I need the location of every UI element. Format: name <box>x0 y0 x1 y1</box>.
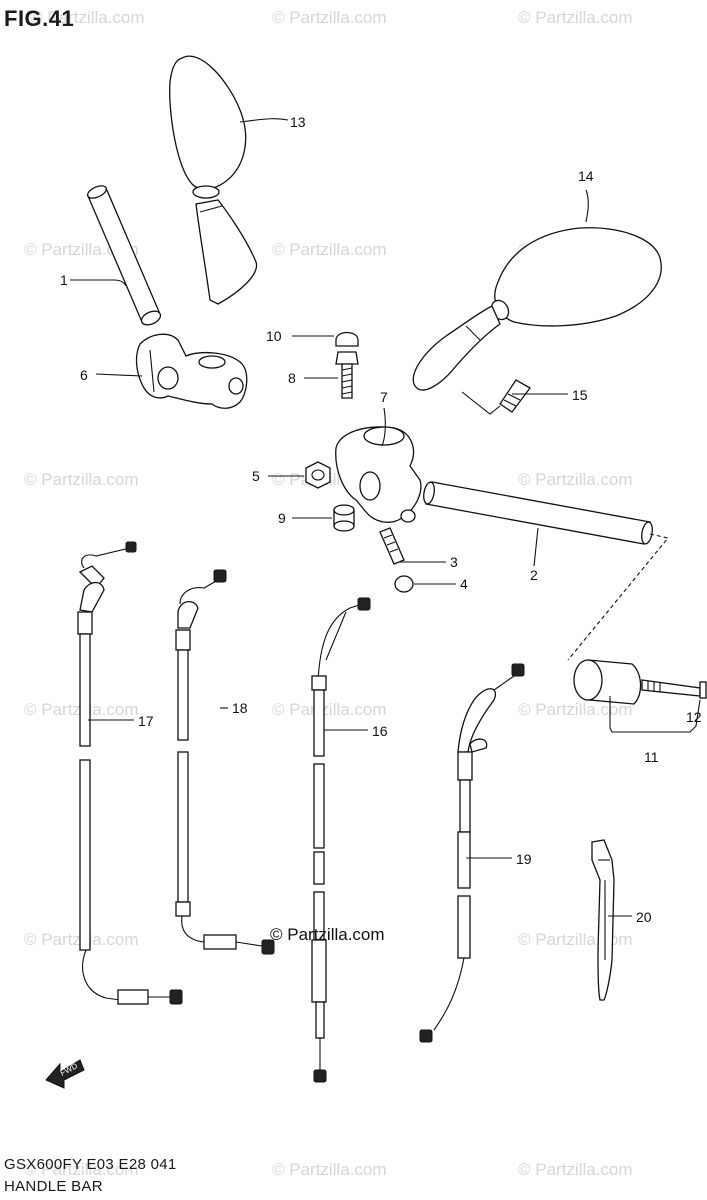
grip <box>86 185 162 326</box>
callout-17: 17 <box>138 713 154 729</box>
callout-4: 4 <box>460 576 468 592</box>
cap <box>335 331 359 347</box>
watermark: © Partzilla.com <box>272 700 387 719</box>
figure-title: FIG.41 <box>4 6 75 31</box>
watermark: © Partzilla.com <box>518 1160 633 1179</box>
center-watermark: © Partzilla.com <box>270 925 385 944</box>
bolt-cap <box>394 575 414 593</box>
callout-1: 1 <box>60 272 68 288</box>
bolt <box>335 351 359 399</box>
watermark: © Partzilla.com <box>272 8 387 27</box>
watermark: © Partzilla.com <box>24 1160 139 1179</box>
watermark: © Partzilla.com <box>272 1160 387 1179</box>
callout-13: 13 <box>290 114 306 130</box>
section-name: HANDLE BAR <box>4 1178 103 1195</box>
callout-19: 19 <box>516 851 532 867</box>
callout-15: 15 <box>572 387 588 403</box>
clutch-cable <box>311 597 371 1083</box>
callout-5: 5 <box>252 468 260 484</box>
throttle-cable-1 <box>77 541 183 1005</box>
balancer <box>573 659 642 705</box>
callout-18: 18 <box>232 700 248 716</box>
watermark: © Partzilla.com <box>518 470 633 489</box>
callout-8: 8 <box>288 370 296 386</box>
watermark: © Partzilla.com <box>518 700 633 719</box>
callout-6: 6 <box>80 367 88 383</box>
collar <box>333 504 355 532</box>
callout-12: 12 <box>686 709 702 725</box>
watermark: © Partzilla.com <box>272 240 387 259</box>
watermark: © Partzilla.com <box>518 8 633 27</box>
model-code: GSX600FY E03 E28 041 <box>4 1156 177 1173</box>
callout-14: 14 <box>578 168 594 184</box>
left-mirror <box>169 55 258 305</box>
callout-10: 10 <box>266 328 282 344</box>
holder-bolt <box>379 527 405 565</box>
callout-11: 11 <box>644 749 659 765</box>
right-mirror <box>412 227 662 391</box>
callout-9: 9 <box>278 510 286 526</box>
cable-clamp <box>591 839 615 1001</box>
nut <box>305 461 331 489</box>
left-handlebar-holder <box>135 333 248 409</box>
mirror-bolt <box>461 379 531 415</box>
balancer-screw <box>641 679 707 699</box>
forward-arrow-icon: FWD <box>45 1059 85 1089</box>
callout-7: 7 <box>380 389 388 405</box>
callout-2: 2 <box>530 567 538 583</box>
callout-3: 3 <box>450 554 458 570</box>
callout-16: 16 <box>372 723 388 739</box>
throttle-cable-2 <box>175 569 275 955</box>
callout-20: 20 <box>636 909 652 925</box>
handlebar <box>423 481 653 545</box>
watermark: © Partzilla.com <box>30 8 145 27</box>
choke-cable <box>419 663 525 1043</box>
watermark: © Partzilla.com <box>24 470 139 489</box>
